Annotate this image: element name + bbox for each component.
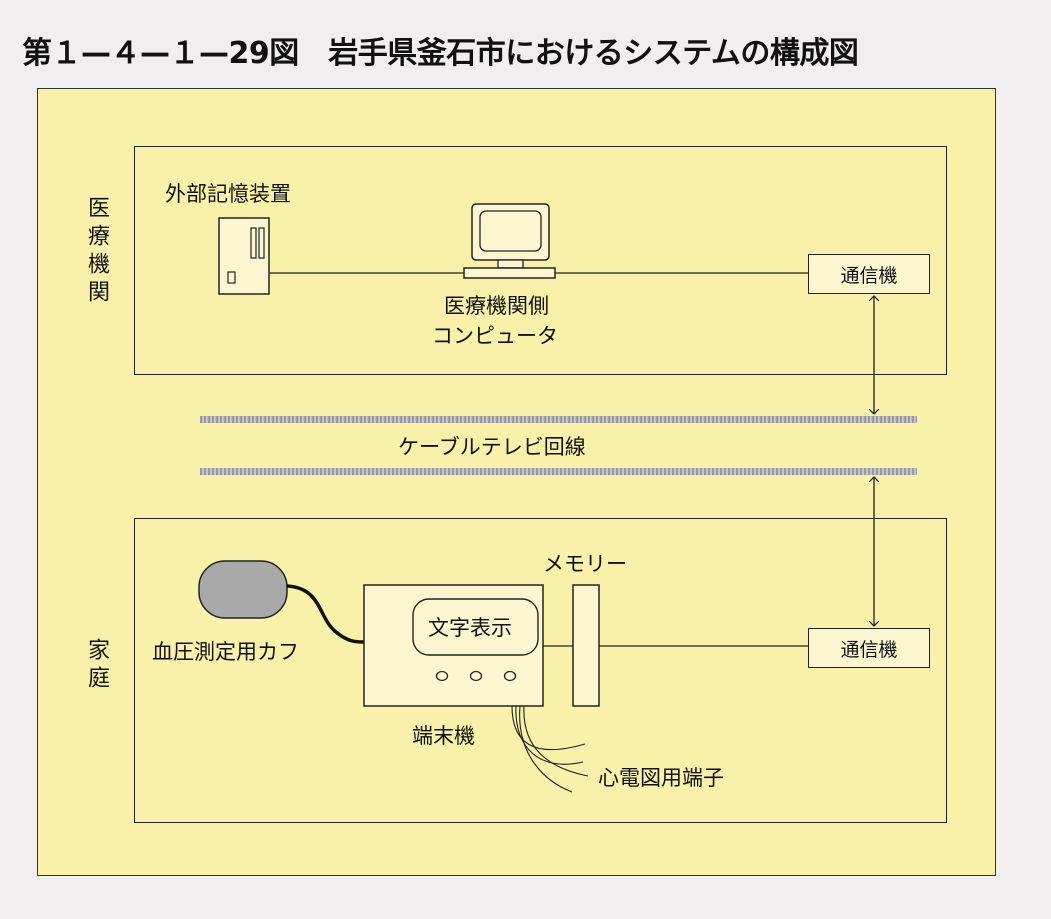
display-label: 文字表示 bbox=[428, 616, 512, 640]
cable-line-bottom bbox=[200, 468, 917, 475]
terminal-unit bbox=[363, 584, 544, 707]
ecg-leads bbox=[511, 705, 589, 793]
external-storage-icon bbox=[218, 217, 270, 295]
medical-institution-label: 医療機関 bbox=[84, 196, 109, 308]
medical-computer-icon bbox=[463, 203, 556, 279]
home-comm-label: 通信機 bbox=[840, 638, 898, 661]
medical-computer-label-2: コンピュータ bbox=[432, 324, 558, 348]
external-storage-label: 外部記憶装置 bbox=[165, 182, 291, 206]
medical-comm-label: 通信機 bbox=[840, 264, 898, 287]
cable-line-top bbox=[200, 416, 917, 423]
terminal-label: 端末機 bbox=[412, 724, 475, 748]
home-box bbox=[134, 518, 947, 823]
home-label: 家庭 bbox=[84, 638, 109, 694]
bp-cuff-label: 血圧測定用カフ bbox=[152, 640, 299, 664]
figure-title: 第１—４—１—29図 岩手県釜石市におけるシステムの構成図 bbox=[22, 36, 859, 71]
cable-tv-label: ケーブルテレビ回線 bbox=[398, 435, 586, 459]
memory-block bbox=[572, 584, 600, 707]
bp-cuff-icon bbox=[198, 560, 365, 644]
memory-label: メモリー bbox=[543, 552, 627, 576]
ecg-terminal-label: 心電図用端子 bbox=[598, 766, 724, 790]
medical-communication-device: 通信機 bbox=[808, 254, 930, 294]
home-communication-device: 通信機 bbox=[808, 628, 930, 668]
medical-institution-box bbox=[134, 146, 947, 375]
medical-computer-label-1: 医療機関側 bbox=[444, 294, 549, 318]
